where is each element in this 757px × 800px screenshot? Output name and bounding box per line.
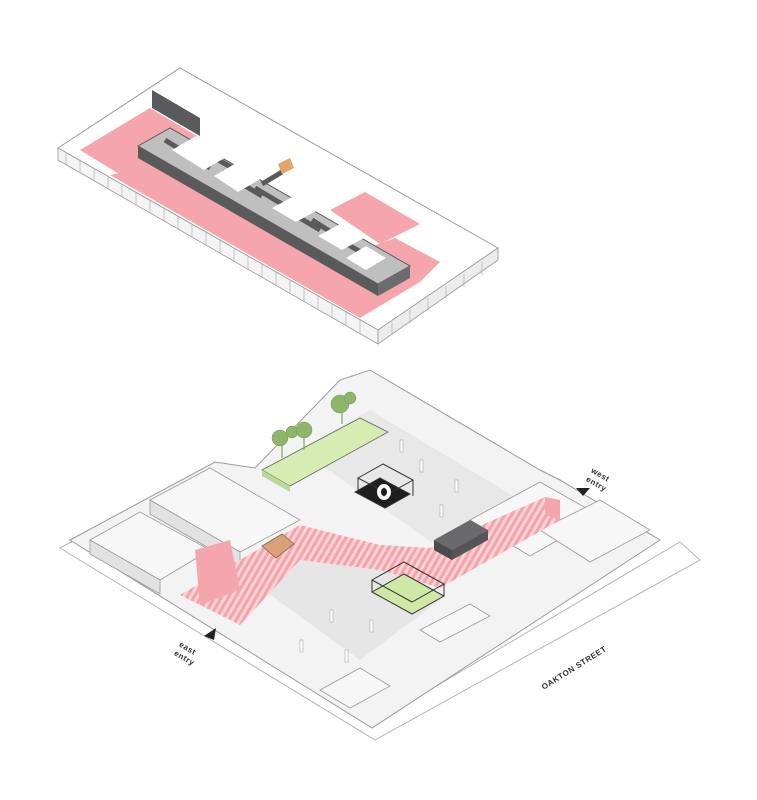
upper-floor-plan <box>57 67 499 345</box>
east-entry-arrow-icon <box>204 628 216 640</box>
west-entry-arrow-icon <box>576 488 590 496</box>
ground-floor-plan <box>58 369 701 741</box>
